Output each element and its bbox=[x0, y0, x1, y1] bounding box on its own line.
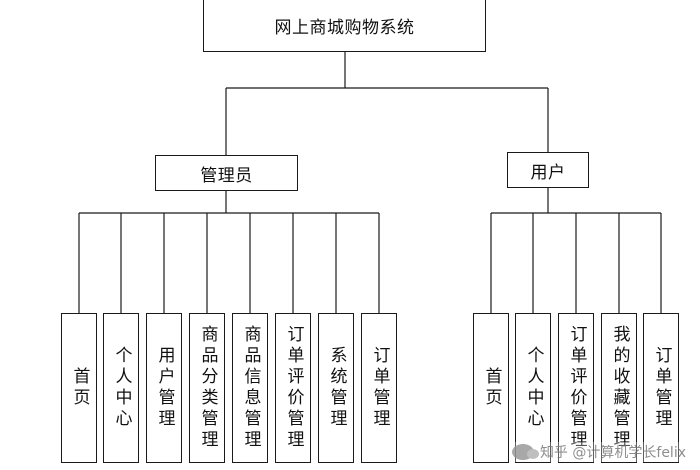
leaf-node-label: 我的收藏管理 bbox=[609, 325, 630, 451]
leaf-node-label: 订单管理 bbox=[651, 346, 672, 430]
leaf-node: 我的收藏管理 bbox=[601, 313, 637, 463]
leaf-node: 订单管理 bbox=[361, 313, 397, 463]
root-node-label: 网上商城购物系统 bbox=[274, 17, 415, 38]
leaf-node-label: 首页 bbox=[69, 367, 90, 409]
watermark-text: 知乎 @计算机学长felix bbox=[539, 445, 686, 461]
leaf-node-label: 订单评价管理 bbox=[283, 325, 304, 451]
leaf-node: 首页 bbox=[61, 313, 97, 463]
leaf-node: 商品分类管理 bbox=[189, 313, 225, 463]
branch-node-user: 用户 bbox=[507, 152, 589, 188]
leaf-node-label: 商品信息管理 bbox=[240, 325, 261, 451]
leaf-node: 订单管理 bbox=[643, 313, 679, 463]
leaf-node-label: 首页 bbox=[481, 367, 502, 409]
leaf-node-label: 用户管理 bbox=[154, 346, 175, 430]
branch-node-label: 管理员 bbox=[200, 165, 253, 186]
chat-bubble-icon bbox=[511, 444, 539, 460]
leaf-node: 首页 bbox=[473, 313, 509, 463]
leaf-node-label: 订单管理 bbox=[369, 346, 390, 430]
leaf-node: 系统管理 bbox=[318, 313, 354, 463]
watermark: 知乎 @计算机学长felix bbox=[511, 442, 686, 462]
leaf-node: 订单评价管理 bbox=[558, 313, 594, 463]
leaf-node: 订单评价管理 bbox=[275, 313, 311, 463]
leaf-node: 个人中心 bbox=[103, 313, 139, 463]
branch-node-label: 用户 bbox=[530, 162, 566, 183]
leaf-node-label: 个人中心 bbox=[111, 346, 132, 430]
leaf-node-label: 订单评价管理 bbox=[566, 325, 587, 451]
root-node: 网上商城购物系统 bbox=[203, 0, 486, 52]
leaf-node: 用户管理 bbox=[146, 313, 182, 463]
leaf-node-label: 个人中心 bbox=[523, 346, 544, 430]
branch-node-admin: 管理员 bbox=[155, 155, 298, 191]
leaf-node-label: 商品分类管理 bbox=[197, 325, 218, 451]
leaf-node: 个人中心 bbox=[515, 313, 551, 463]
leaf-node-label: 系统管理 bbox=[326, 346, 347, 430]
leaf-node: 商品信息管理 bbox=[232, 313, 268, 463]
